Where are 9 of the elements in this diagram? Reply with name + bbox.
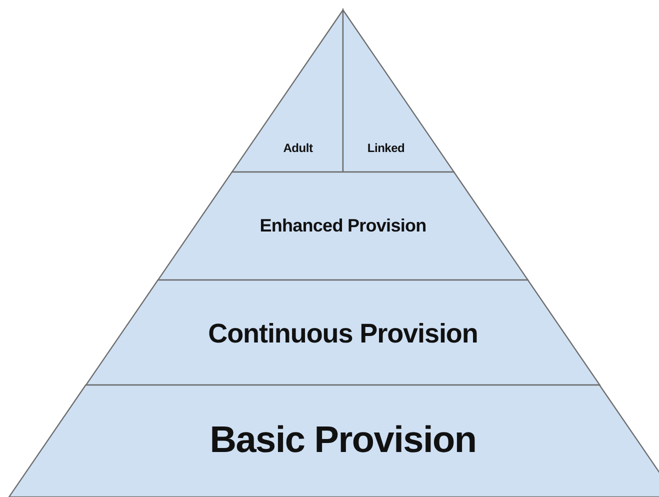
tier-label: Continuous Provision <box>208 318 478 350</box>
pyramid-tier <box>9 385 659 497</box>
tier-label: Basic Provision <box>210 419 476 461</box>
pyramid-tier <box>343 10 454 172</box>
tier-label: Enhanced Provision <box>260 216 426 236</box>
tier-label: Linked <box>367 141 405 155</box>
tier-label: Adult <box>283 141 313 155</box>
pyramid-tier <box>86 280 600 385</box>
pyramid-tier <box>232 10 343 172</box>
